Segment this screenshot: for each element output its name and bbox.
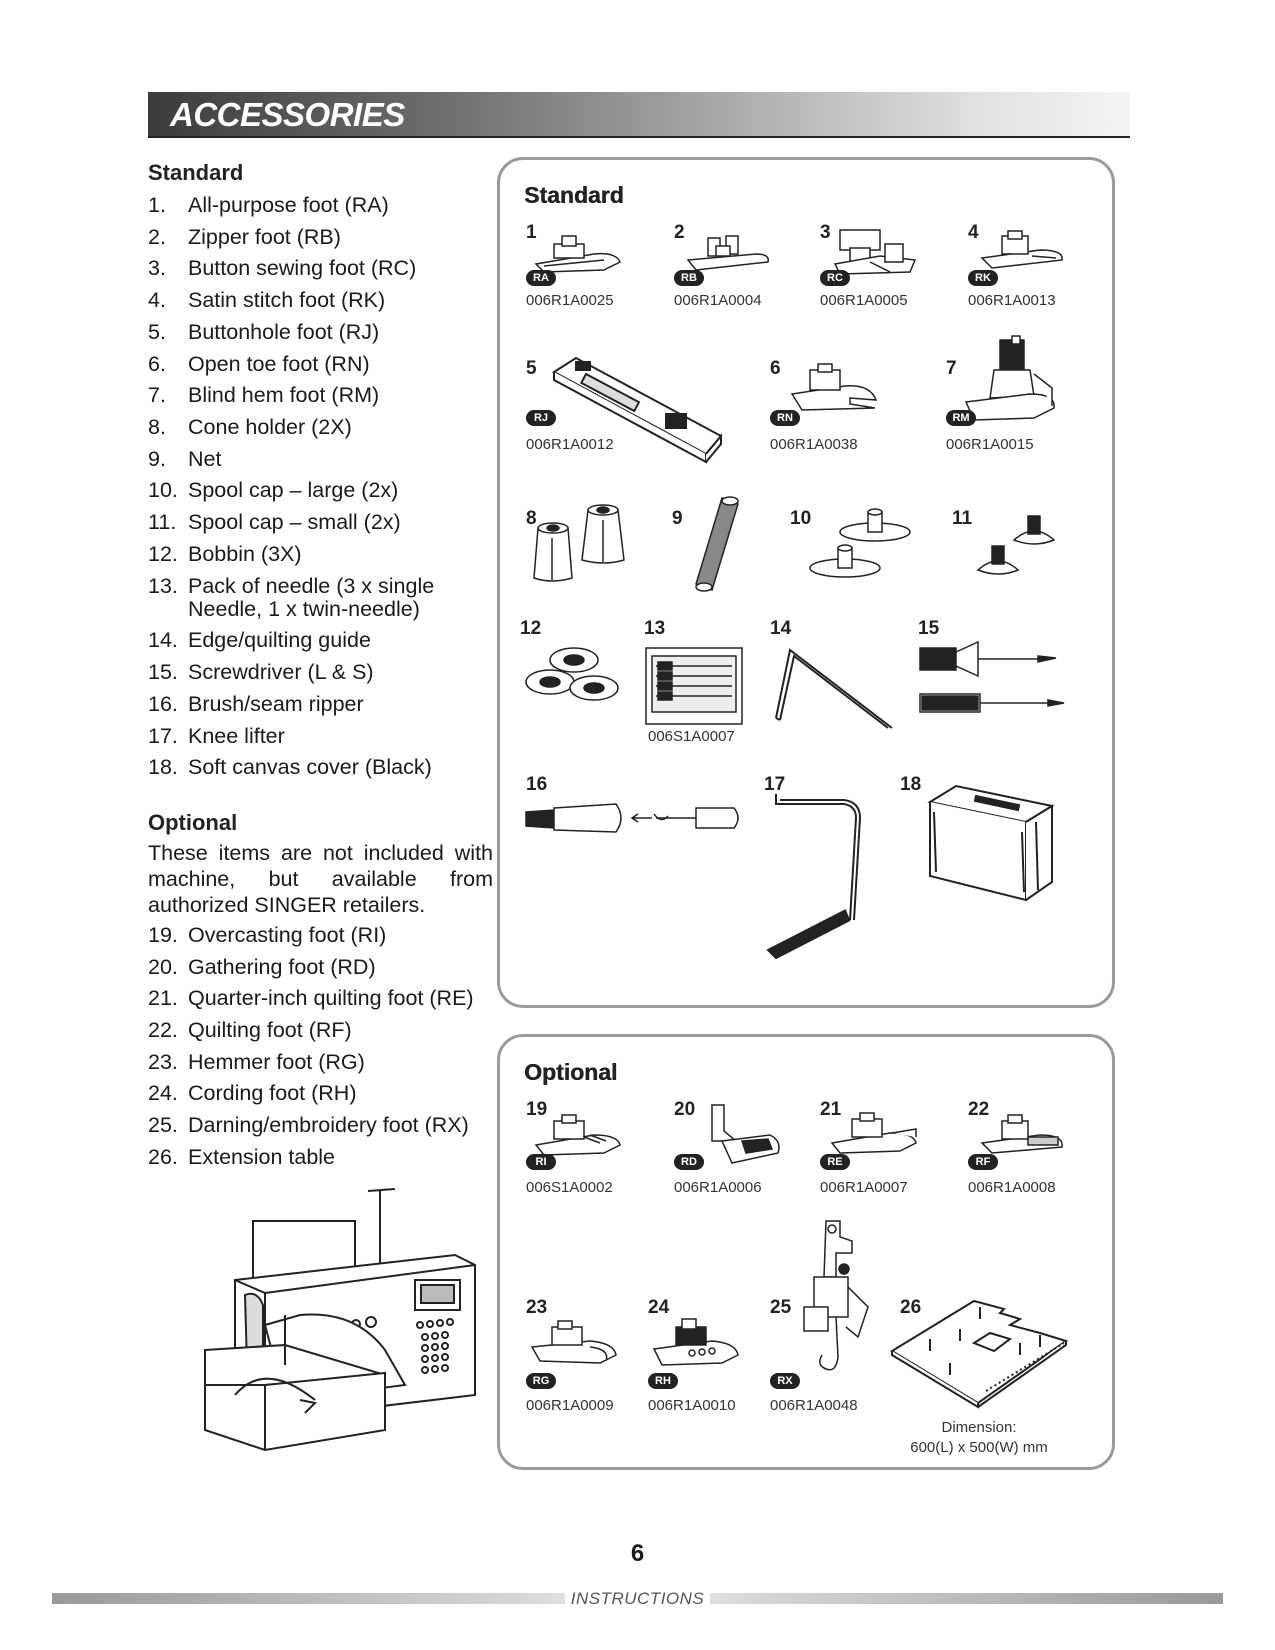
open-toe-foot-icon xyxy=(790,364,880,414)
standard-list-title: Standard xyxy=(148,160,244,185)
list-item: 15.Screwdriver (L & S) xyxy=(148,660,374,685)
knee-lifter-icon xyxy=(764,790,874,970)
quarter-inch-foot-icon xyxy=(830,1111,920,1156)
list-item: 14.Edge/quilting guide xyxy=(148,628,371,653)
list-item: 16.Brush/seam ripper xyxy=(148,691,364,716)
optional-description: These items are not included with machin… xyxy=(148,840,493,917)
brush-seam-ripper-icon xyxy=(526,794,746,844)
footer-label: INSTRUCTIONS xyxy=(0,1589,1275,1609)
list-item: 18.Soft canvas cover (Black) xyxy=(148,755,432,780)
hemmer-foot-icon xyxy=(530,1321,620,1371)
list-item: 7.Blind hem foot (RM) xyxy=(148,383,380,408)
standard-list: 1.All-purpose foot (RA) 2.Zipper foot (R… xyxy=(148,190,498,784)
overcasting-foot-icon xyxy=(534,1113,624,1158)
list-item: 10.Spool cap – large (2x) xyxy=(148,478,399,503)
list-item: 19.Overcasting foot (RI) xyxy=(148,922,387,947)
sewing-machine-icon xyxy=(205,1185,495,1485)
list-item: 24.Cording foot (RH) xyxy=(148,1081,357,1106)
list-item: 6.Open toe foot (RN) xyxy=(148,351,370,376)
list-item: 26.Extension table xyxy=(148,1144,336,1169)
list-item: 17.Knee lifter xyxy=(148,723,285,748)
quilting-foot-icon xyxy=(980,1113,1065,1158)
page-title: ACCESSORIES xyxy=(170,96,405,133)
optional-accessories-panel: Optional 19 RI 006S1A0002 20 RD 006R1A00… xyxy=(497,1034,1115,1470)
needle-pack-icon xyxy=(644,646,744,726)
section-header-bar: ACCESSORIES xyxy=(148,92,1130,138)
list-item: 9.Net xyxy=(148,446,222,471)
list-item: 5.Buttonhole foot (RJ) xyxy=(148,319,380,344)
list-item: 22.Quilting foot (RF) xyxy=(148,1018,352,1043)
list-item: 8.Cone holder (2X) xyxy=(148,414,352,439)
list-item: 4.Satin stitch foot (RK) xyxy=(148,288,386,313)
standard-accessories-panel: Standard 1 RA 006R1A0025 2 RB 006R1A0004… xyxy=(497,157,1115,1008)
net-icon xyxy=(692,494,742,594)
list-item: 25.Darning/embroidery foot (RX) xyxy=(148,1113,469,1138)
zipper-foot-icon xyxy=(686,232,771,272)
list-item: 20.Gathering foot (RD) xyxy=(148,954,376,979)
list-item: 21.Quarter-inch quilting foot (RE) xyxy=(148,986,474,1011)
canvas-cover-icon xyxy=(926,782,1056,902)
spool-cap-large-icon xyxy=(800,508,920,588)
list-item: 1.All-purpose foot (RA) xyxy=(148,193,389,217)
extension-table-icon xyxy=(890,1299,1070,1409)
list-item: 23.Hemmer foot (RG) xyxy=(148,1049,365,1074)
screwdriver-icon xyxy=(918,634,1068,724)
darning-foot-icon xyxy=(796,1217,876,1377)
buttonhole-foot-icon xyxy=(546,354,721,464)
list-item: 3.Button sewing foot (RC) xyxy=(148,256,417,281)
bobbin-icon xyxy=(524,646,624,716)
button-sewing-foot-icon xyxy=(830,226,920,276)
spool-cap-small-icon xyxy=(962,512,1062,582)
panel-title: Standard xyxy=(524,182,624,208)
gathering-foot-icon xyxy=(702,1101,782,1167)
optional-list: 19.Overcasting foot (RI) 20.Gathering fo… xyxy=(148,920,498,1174)
panel-title: Optional xyxy=(524,1059,618,1085)
list-item: 11.Spool cap – small (2x) xyxy=(148,510,401,535)
cone-holder-icon xyxy=(532,498,632,588)
accessory-list-column: Standard 1.All-purpose foot (RA) 2.Zippe… xyxy=(148,160,498,1174)
optional-list-title: Optional xyxy=(148,809,238,835)
blind-hem-foot-icon xyxy=(960,336,1060,426)
satin-stitch-foot-icon xyxy=(980,230,1065,270)
page-number: 6 xyxy=(630,1540,645,1567)
list-item: 2.Zipper foot (RB) xyxy=(148,224,341,249)
presser-foot-icon xyxy=(534,234,624,274)
cording-foot-icon xyxy=(652,1317,742,1372)
quilting-guide-icon xyxy=(770,642,900,732)
list-item: 12.Bobbin (3X) xyxy=(148,541,302,566)
